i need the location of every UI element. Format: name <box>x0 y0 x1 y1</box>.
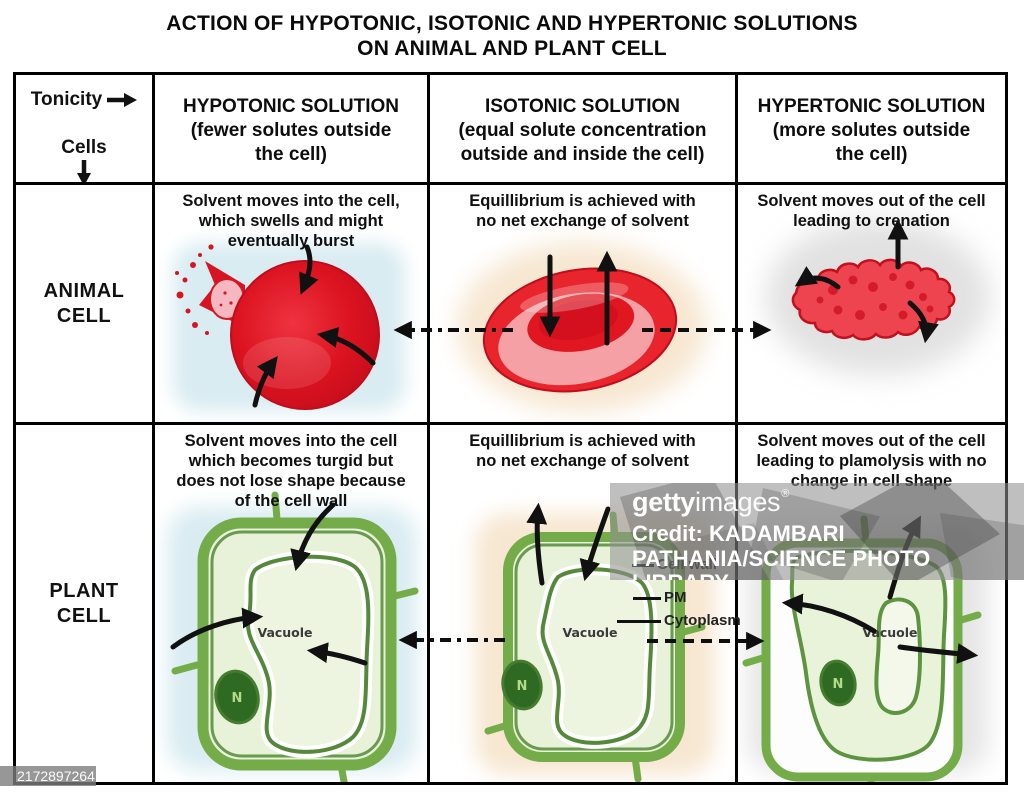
plasma-membrane-label: PM <box>664 589 687 606</box>
solvent-in-arrow-bottom <box>252 355 278 408</box>
image-id-band: 2172897264 <box>0 766 96 786</box>
plant-cell-row-header: PLANT CELL <box>16 425 155 782</box>
vacuole-membrane <box>540 567 654 745</box>
watermark-polygon <box>940 513 1024 580</box>
animal-hypotonic-cell: Solvent moves into the cell, which swell… <box>155 185 430 425</box>
logo-light-part: images <box>695 487 781 517</box>
crenation-spots <box>816 273 934 320</box>
plant-hypertonic-cell: Vacuole N Solvent moves out of the cell … <box>738 425 1005 782</box>
animal-cell-hypotonic-illustration <box>173 243 405 411</box>
plant-cell-isotonic-illustration: Vacuole N <box>475 502 715 782</box>
vacuole-label: Vacuole <box>862 625 917 640</box>
animal-cell-row-header: ANIMAL CELL <box>16 185 155 425</box>
nucleus-label: N <box>517 679 528 694</box>
tonicity-label: Tonicity <box>30 89 103 110</box>
cytoplasm-leader-line <box>617 620 661 623</box>
pm-leader-line <box>633 597 661 600</box>
cell-sheen <box>243 337 331 389</box>
animal-cell-isotonic-illustration <box>457 242 707 412</box>
plant-cell-hypertonic-illustration: Vacuole N <box>742 515 988 782</box>
comparison-table: Tonicity Cells HYPOTONIC SOLUTION (fewer… <box>13 72 1008 785</box>
nucleus <box>501 659 543 711</box>
gettyimages-logo: gettyimages® <box>632 487 789 518</box>
animal-cell-hypertonic-illustration <box>766 218 990 375</box>
dashed-connector-plant-left <box>398 630 505 650</box>
isotonic-column-header: ISOTONIC SOLUTION (equal solute concentr… <box>430 75 738 185</box>
solvent-in-arrow <box>579 506 611 582</box>
solvent-out-arrow-left <box>794 266 841 290</box>
logo-bold-part: getty <box>632 487 696 517</box>
hypertonic-column-header: HYPERTONIC SOLUTION (more solutes outsid… <box>738 75 1005 185</box>
registered-mark-icon: ® <box>781 488 790 500</box>
dashed-connector-animal-left <box>393 320 513 340</box>
solvent-in-arrow-right <box>316 327 376 366</box>
solvent-out-arrow <box>526 502 548 586</box>
vacuole-membrane <box>245 554 371 754</box>
animal-hypertonic-description: Solvent moves out of the cell leading to… <box>757 192 986 231</box>
animal-isotonic-cell: Equillibrium is achieved with no net exc… <box>430 185 738 425</box>
burst-droplets <box>175 244 233 335</box>
solvent-in-arrow-left <box>170 607 264 650</box>
solvent-out-arrow-bottom <box>907 300 939 344</box>
down-arrow-icon <box>77 160 91 182</box>
dashed-connector-animal-right <box>642 320 772 340</box>
right-arrow-icon <box>107 93 138 107</box>
solvent-in-arrow-top <box>299 244 319 295</box>
nucleus <box>819 659 857 707</box>
plant-cell-hypotonic-illustration: Vacuole N <box>167 491 419 782</box>
hypotonic-column-header: HYPOTONIC SOLUTION (fewer solutes outsid… <box>155 75 430 185</box>
crenated-red-cell <box>791 258 956 341</box>
nucleus <box>214 669 260 725</box>
cytoplasm-label: Cytoplasm <box>664 612 741 629</box>
watermark-credit: Credit: KADAMBARI PATHANIA/SCIENCE PHOTO… <box>632 521 931 580</box>
plant-isotonic-description: Equillibrium is achieved with no net exc… <box>469 432 696 471</box>
vacuole-label: Vacuole <box>562 625 617 640</box>
small-vacuole <box>874 597 922 715</box>
plant-cell-label: PLANT CELL <box>49 579 119 627</box>
nucleus-label: N <box>833 677 844 692</box>
cells-label: Cells <box>61 137 107 158</box>
animal-cell-label: ANIMAL CELL <box>43 279 125 327</box>
red-blood-cell <box>482 267 678 393</box>
page-title: ACTION OF HYPOTONIC, ISOTONIC AND HYPERT… <box>166 12 858 60</box>
animal-isotonic-description: Equillibrium is achieved with no net exc… <box>469 192 696 231</box>
solvent-out-arrow-left <box>781 593 877 634</box>
solvent-in-arrow-top <box>290 502 336 572</box>
vacuole-label: Vacuole <box>257 625 312 640</box>
image-id: 2172897264 <box>17 768 95 784</box>
plant-hypotonic-cell: Vacuole N Solvent moves into the cell wh… <box>155 425 430 782</box>
animal-hypotonic-description: Solvent moves into the cell, which swell… <box>182 192 400 251</box>
plant-isotonic-cell: Vacuole N Equillibrium is achieved with … <box>430 425 738 782</box>
dashed-connector-plant-right <box>647 631 765 651</box>
solvent-in-arrow-right <box>306 642 368 666</box>
nucleus-label: N <box>232 691 243 706</box>
plant-hypotonic-description: Solvent moves into the cell which become… <box>176 432 406 511</box>
corner-header-cell: Tonicity Cells <box>16 75 155 185</box>
solvent-out-arrow-right <box>897 643 979 664</box>
getty-watermark-band: gettyimages® Credit: KADAMBARI PATHANIA/… <box>610 483 1024 580</box>
animal-hypertonic-cell: Solvent moves out of the cell leading to… <box>738 185 1005 425</box>
plant-hypertonic-description: Solvent moves out of the cell leading to… <box>756 432 987 491</box>
